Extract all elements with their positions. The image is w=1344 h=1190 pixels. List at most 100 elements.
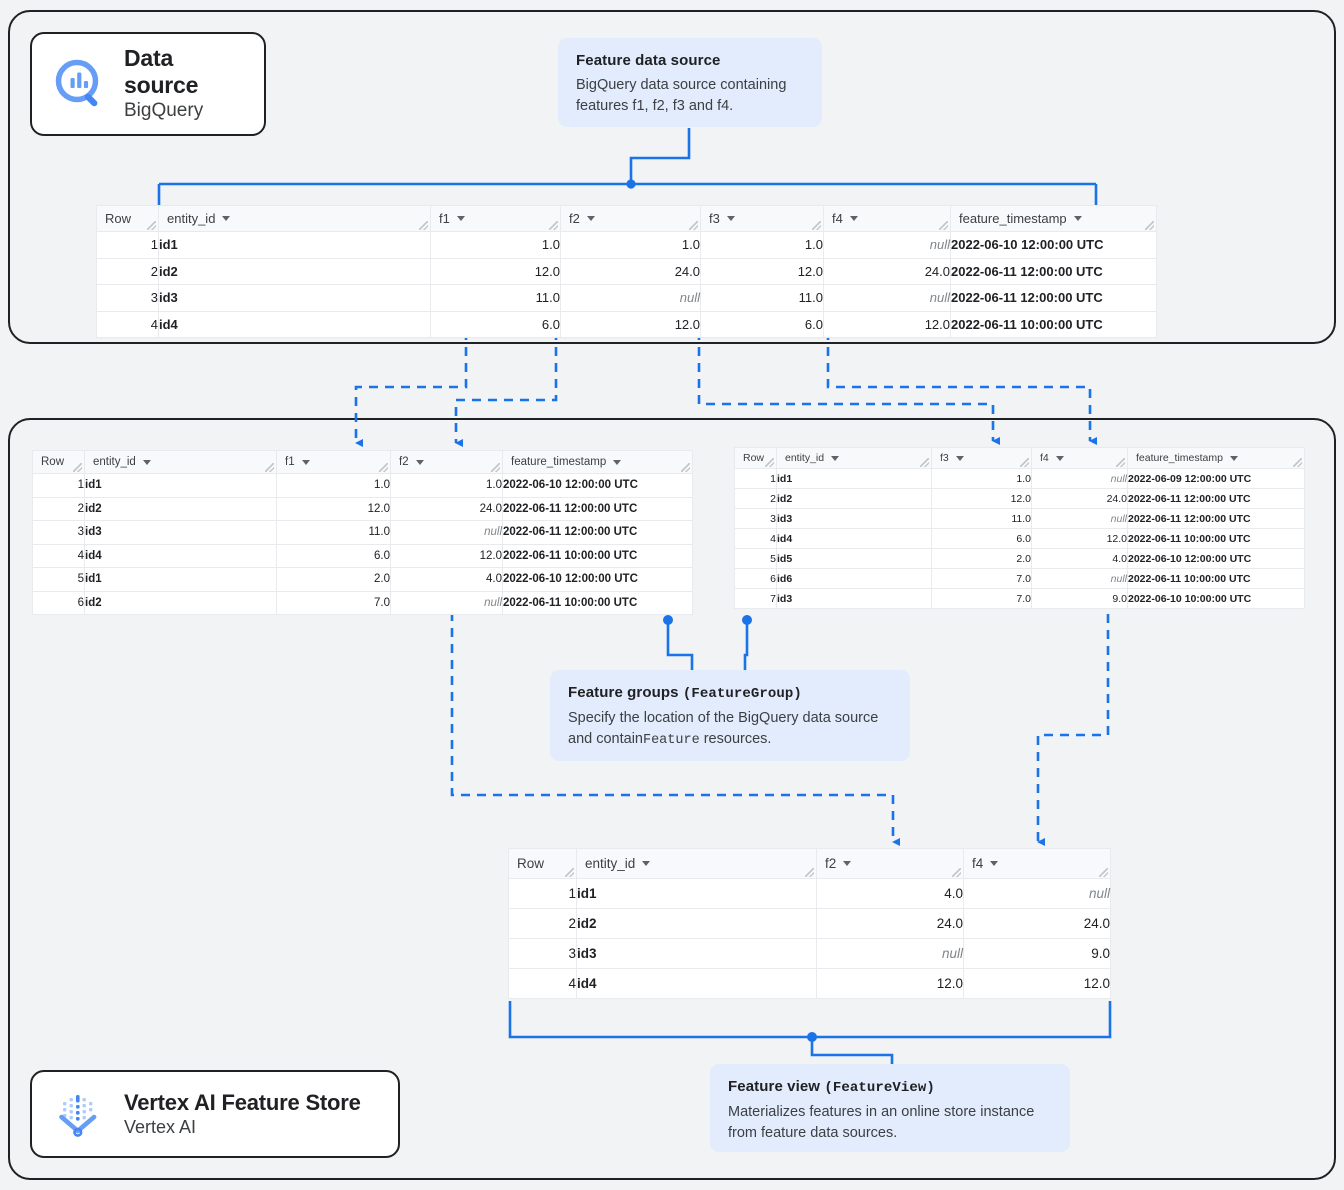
resize-grip-icon[interactable] (419, 221, 428, 230)
resize-grip-icon[interactable] (147, 221, 156, 230)
cell-f4: 24.0 (1031, 488, 1128, 509)
column-header-f1[interactable]: f1 (430, 205, 561, 232)
null-value: null (1110, 572, 1127, 585)
resize-grip-icon[interactable] (1116, 458, 1125, 467)
resize-grip-icon[interactable] (939, 221, 948, 230)
cell-f3: 1.0 (700, 231, 824, 259)
column-header-f1[interactable]: f1 (276, 450, 391, 474)
resize-grip-icon[interactable] (549, 221, 558, 230)
resize-grip-icon[interactable] (1293, 458, 1302, 467)
resize-grip-icon[interactable] (805, 868, 814, 877)
column-header-row[interactable]: Row (32, 450, 85, 474)
note-feature-data-source: Feature data source BigQuery data source… (558, 38, 822, 127)
cell-f3: 11.0 (700, 284, 824, 312)
chevron-down-icon[interactable] (843, 861, 852, 866)
resize-grip-icon[interactable] (1099, 868, 1108, 877)
column-header-label: f1 (285, 456, 295, 468)
cell-row: 3 (508, 938, 577, 969)
column-header-row[interactable]: Row (508, 848, 577, 879)
column-header-feature_timestamp[interactable]: feature_timestamp (950, 205, 1157, 232)
chevron-down-icon[interactable] (849, 216, 858, 221)
cell-f3: 6.0 (700, 310, 824, 338)
column-header-f4[interactable]: f4 (963, 848, 1111, 879)
cell-f2: 4.0 (816, 878, 964, 909)
column-header-f3[interactable]: f3 (700, 205, 824, 232)
column-header-label: Row (41, 456, 65, 468)
resize-grip-icon[interactable] (1020, 458, 1029, 467)
note-feature-view: Feature view (FeatureView) Materializes … (710, 1064, 1070, 1152)
chevron-down-icon[interactable] (142, 459, 151, 465)
cell-f1: 1.0 (276, 473, 391, 498)
cell-f3: 12.0 (931, 488, 1032, 509)
chevron-down-icon[interactable] (415, 459, 424, 465)
chevron-down-icon[interactable] (642, 861, 651, 866)
column-header-f2[interactable]: f2 (390, 450, 503, 474)
cell-f3: 6.0 (931, 528, 1032, 549)
chevron-down-icon[interactable] (613, 459, 622, 465)
resize-grip-icon[interactable] (491, 463, 500, 472)
chevron-down-icon[interactable] (456, 216, 465, 221)
column-header-f4[interactable]: f4 (823, 205, 951, 232)
chevron-down-icon[interactable] (586, 216, 595, 221)
chevron-down-icon[interactable] (1229, 455, 1238, 461)
cell-row: 7 (734, 588, 777, 609)
column-header-label: feature_timestamp (1136, 452, 1223, 464)
chevron-down-icon[interactable] (301, 459, 310, 465)
resize-grip-icon[interactable] (265, 463, 274, 472)
note-title: Feature groups (FeatureGroup) (568, 684, 892, 702)
resize-grip-icon[interactable] (812, 221, 821, 230)
column-header-label: entity_id (93, 456, 136, 468)
cell-feature_timestamp: 2022-06-10 12:00:00 UTC (950, 231, 1157, 259)
cell-entity_id: id4 (576, 968, 817, 999)
chevron-down-icon[interactable] (990, 861, 999, 866)
resize-grip-icon[interactable] (681, 463, 690, 472)
column-header-entity_id[interactable]: entity_id (776, 447, 932, 469)
column-header-entity_id[interactable]: entity_id (158, 205, 431, 232)
chevron-down-icon[interactable] (1073, 216, 1082, 221)
null-value: null (1110, 512, 1127, 525)
cell-f4: null (823, 231, 951, 259)
cell-f3: 1.0 (931, 468, 1032, 489)
column-header-label: f2 (825, 856, 837, 871)
null-value: null (484, 526, 502, 539)
column-header-f2[interactable]: f2 (560, 205, 701, 232)
cell-f2: 24.0 (390, 496, 503, 521)
cell-row: 4 (734, 528, 777, 549)
resize-grip-icon[interactable] (379, 463, 388, 472)
column-header-entity_id[interactable]: entity_id (576, 848, 817, 879)
cell-entity_id: id2 (776, 488, 932, 509)
resize-grip-icon[interactable] (765, 458, 774, 467)
resize-grip-icon[interactable] (73, 463, 82, 472)
resize-grip-icon[interactable] (920, 458, 929, 467)
chevron-down-icon[interactable] (726, 216, 735, 221)
column-header-f4[interactable]: f4 (1031, 447, 1128, 469)
column-header-feature_timestamp[interactable]: feature_timestamp (1127, 447, 1305, 469)
note-body-code: Feature (642, 732, 700, 748)
chevron-down-icon[interactable] (831, 455, 840, 461)
note-body: BigQuery data source containing features… (576, 77, 787, 114)
cell-feature_timestamp: 2022-06-11 12:00:00 UTC (502, 520, 693, 545)
column-header-f2[interactable]: f2 (816, 848, 964, 879)
cell-f1: 12.0 (276, 496, 391, 521)
column-header-f3[interactable]: f3 (931, 447, 1032, 469)
chevron-down-icon[interactable] (1055, 455, 1064, 461)
cell-f3: 11.0 (931, 508, 1032, 529)
chip-title: Vertex AI Feature Store (124, 1089, 361, 1115)
resize-grip-icon[interactable] (1145, 221, 1154, 230)
column-header-row[interactable]: Row (734, 447, 777, 469)
column-header-feature_timestamp[interactable]: feature_timestamp (502, 450, 693, 474)
resize-grip-icon[interactable] (689, 221, 698, 230)
chevron-down-icon[interactable] (222, 216, 231, 221)
resize-grip-icon[interactable] (952, 868, 961, 877)
column-header-entity_id[interactable]: entity_id (84, 450, 277, 474)
chevron-down-icon[interactable] (955, 455, 964, 461)
cell-feature_timestamp: 2022-06-11 12:00:00 UTC (950, 284, 1157, 312)
cell-entity_id: id2 (576, 908, 817, 939)
resize-grip-icon[interactable] (565, 868, 574, 877)
column-header-row[interactable]: Row (96, 205, 159, 232)
cell-f1: 11.0 (430, 284, 561, 312)
